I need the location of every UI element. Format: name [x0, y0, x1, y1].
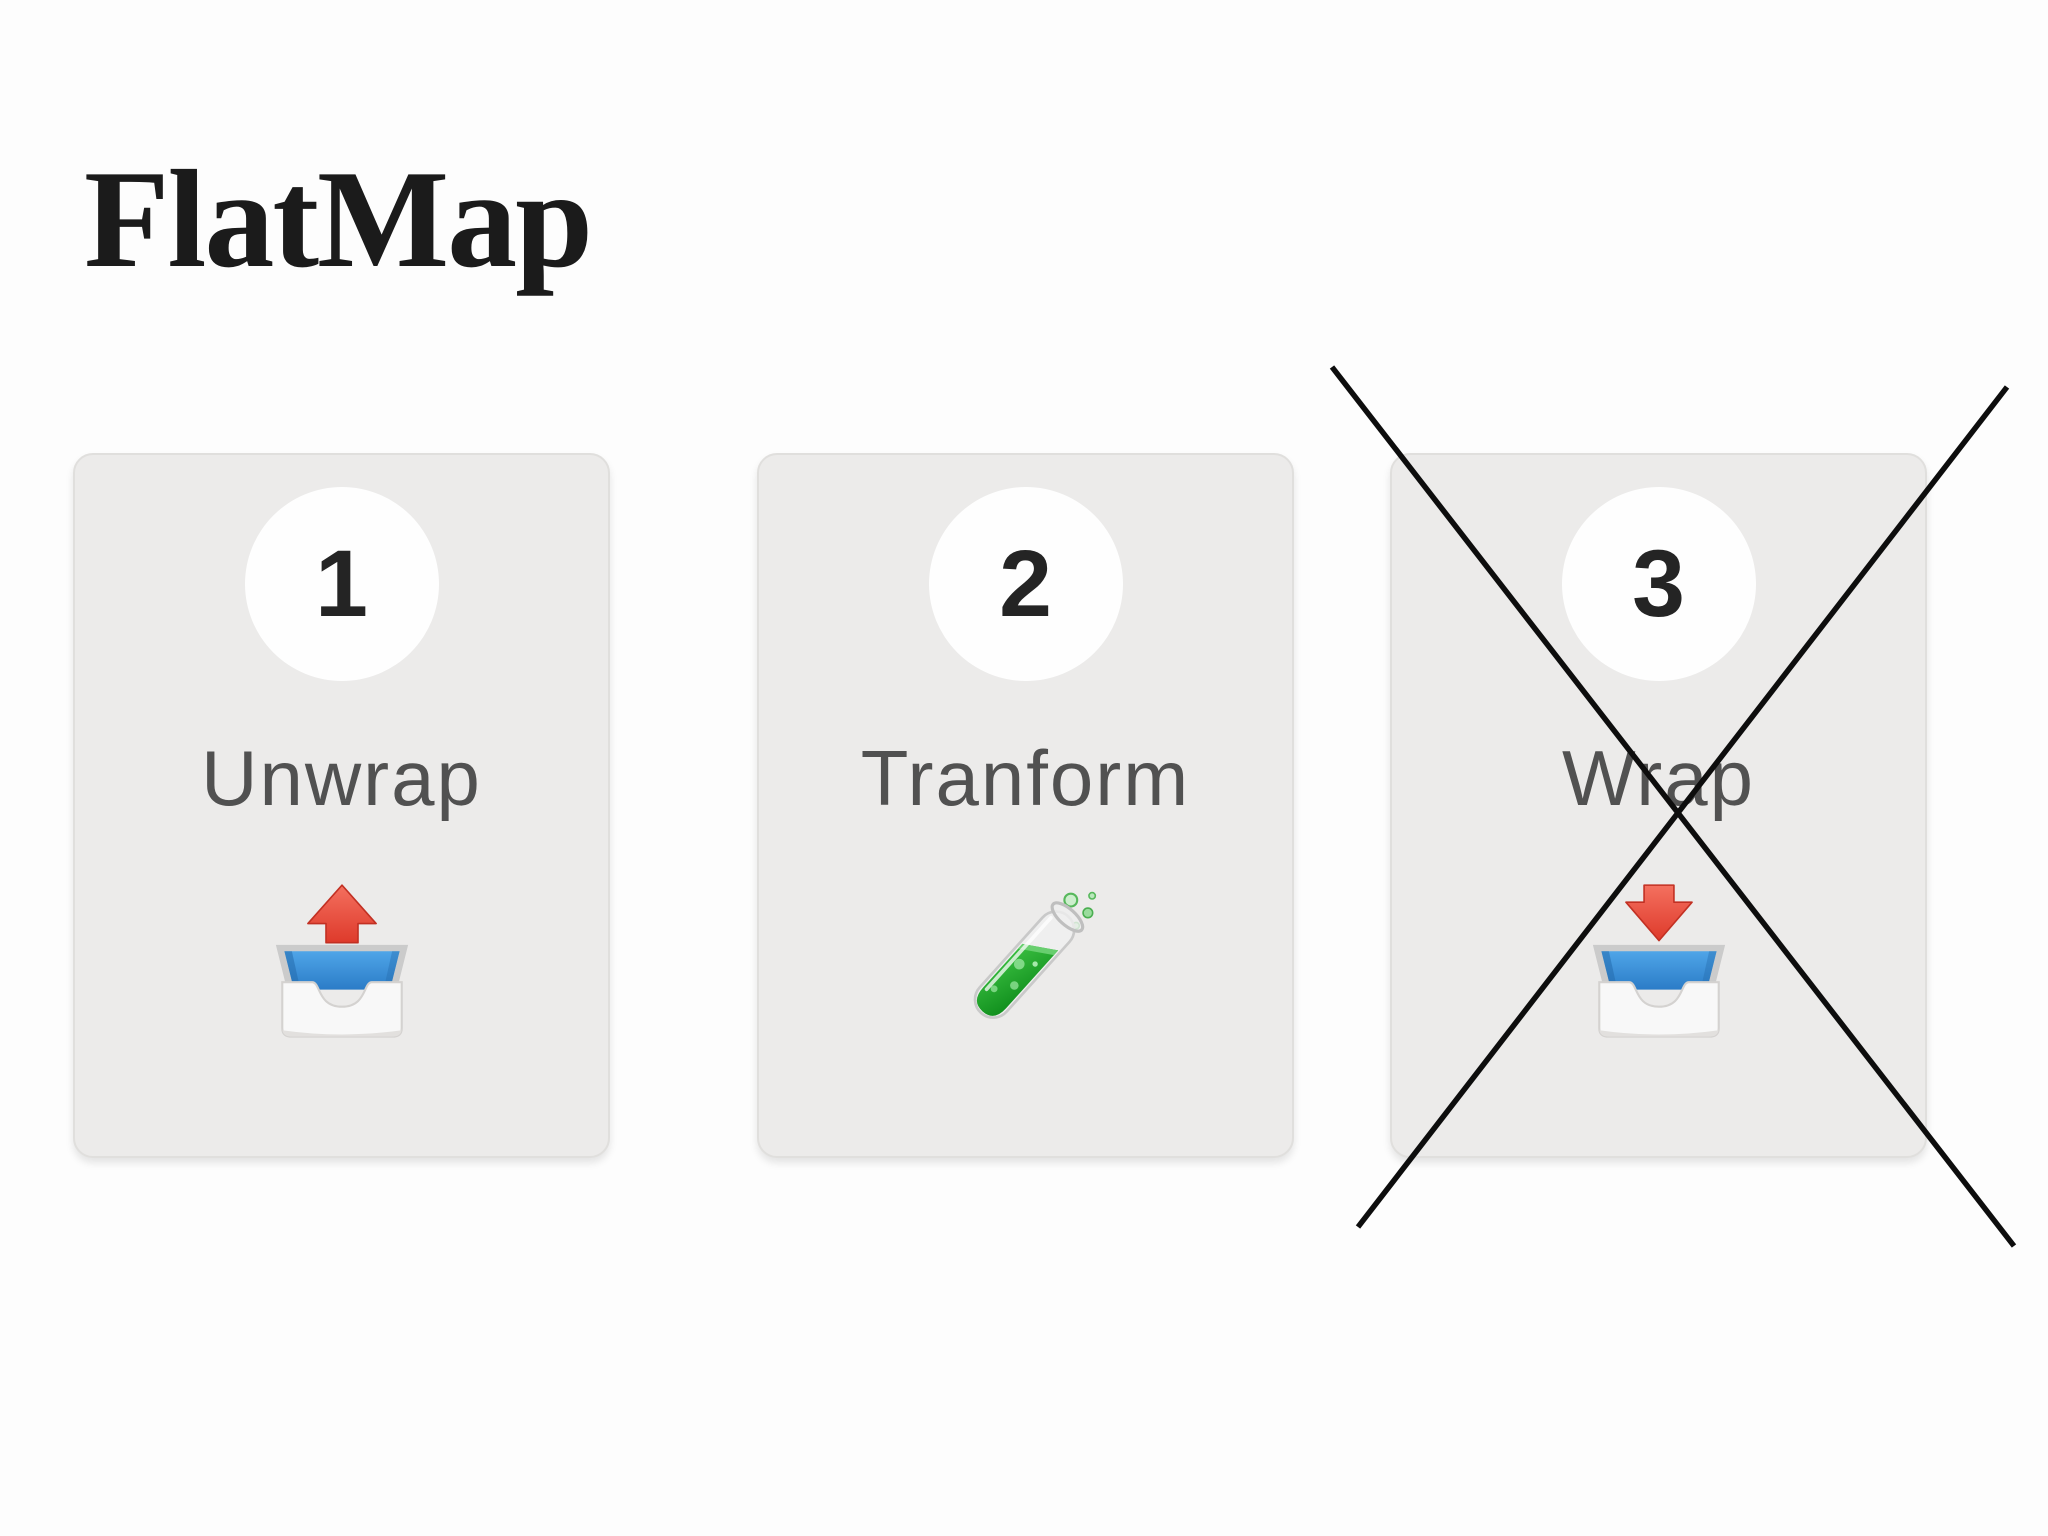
step-number-circle: 1 [244, 487, 439, 681]
step-number: 3 [1632, 530, 1685, 637]
step-label: Unwrap [201, 734, 482, 822]
step-card-transform: 2 Tranform [757, 453, 1294, 1158]
step-card-wrap: 3 Wrap [1390, 453, 1927, 1158]
inbox-tray-icon [1579, 883, 1739, 1043]
page-title: FlatMap [84, 142, 593, 297]
test-tube-icon [946, 883, 1106, 1043]
step-number: 1 [315, 530, 368, 637]
outbox-tray-icon [262, 883, 422, 1043]
step-card-unwrap: 1 Unwrap [73, 453, 610, 1158]
step-label: Wrap [1562, 734, 1755, 822]
step-number: 2 [999, 530, 1052, 637]
step-label: Tranform [860, 734, 1191, 822]
step-number-circle: 3 [1561, 487, 1756, 681]
step-number-circle: 2 [928, 487, 1123, 681]
